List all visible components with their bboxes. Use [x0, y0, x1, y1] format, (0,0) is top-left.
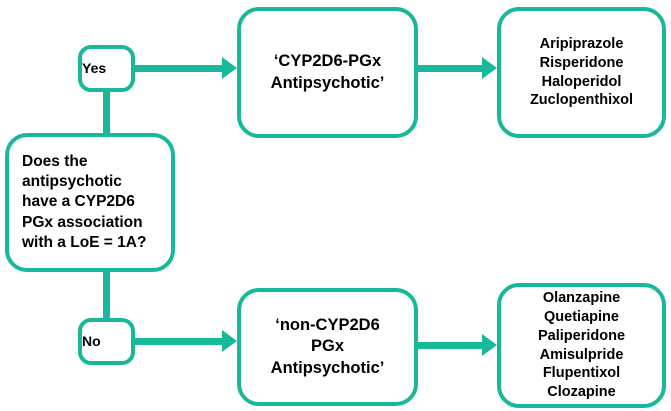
decision-question-line-2: antipsychotic [22, 173, 122, 191]
drug-item: Amisulpride [539, 346, 624, 363]
drug-item: Clozapine [547, 384, 616, 401]
category-non-cyp2d6-node: ‘non-CYP2D6 PGx Antipsychotic’ [237, 288, 418, 406]
drug-list-cyp2d6-node: Aripiprazole Risperidone Haloperidol Zuc… [497, 7, 666, 138]
category-cyp2d6-line-2: Antipsychotic’ [270, 73, 385, 92]
drug-item: Zuclopenthixol [529, 92, 634, 109]
category-non-cyp2d6-line-3: Antipsychotic’ [270, 358, 385, 377]
decision-question-node: Does the antipsychotic have a CYP2D6 PGx… [5, 133, 175, 272]
connector-decision-to-no [103, 268, 110, 322]
drug-item: Olanzapine [542, 289, 621, 306]
decision-question-line-4: PGx association [22, 213, 143, 231]
arrowhead-yes-to-category [222, 57, 237, 79]
connector-category-to-drugs-top-shaft [414, 65, 492, 72]
category-non-cyp2d6-line-2: PGx [310, 337, 345, 356]
drug-item: Quetiapine [544, 308, 619, 325]
connector-decision-to-yes [103, 88, 110, 138]
arrowhead-category-to-drugs-top [482, 57, 497, 79]
drug-list-non-cyp2d6-node: Olanzapine Quetiapine Paliperidone Amisu… [497, 283, 666, 408]
arrowhead-no-to-category [222, 330, 237, 352]
decision-question-line-1: Does the [22, 153, 88, 171]
drug-list-non-cyp2d6-text: Olanzapine Quetiapine Paliperidone Amisu… [501, 289, 662, 402]
decision-question-line-5: with a LoE = 1A? [22, 233, 147, 251]
category-non-cyp2d6-text: ‘non-CYP2D6 PGx Antipsychotic’ [241, 315, 414, 379]
connector-yes-to-category-shaft [131, 65, 231, 72]
branch-yes-node[interactable]: Yes [78, 45, 135, 92]
arrowhead-category-to-drugs-bottom [482, 334, 497, 356]
category-cyp2d6-text: ‘CYP2D6-PGx Antipsychotic’ [241, 51, 414, 94]
category-cyp2d6-line-1: ‘CYP2D6-PGx [273, 52, 382, 71]
decision-question-line-3: have a CYP2D6 [22, 193, 135, 211]
drug-list-cyp2d6-text: Aripiprazole Risperidone Haloperidol Zuc… [501, 35, 662, 110]
category-cyp2d6-node: ‘CYP2D6-PGx Antipsychotic’ [237, 7, 418, 138]
drug-item: Paliperidone [537, 327, 626, 344]
connector-category-to-drugs-bottom-shaft [414, 342, 492, 349]
drug-item: Flupentixol [542, 365, 621, 382]
drug-item: Aripiprazole [539, 35, 624, 52]
connector-no-to-category-shaft [131, 338, 231, 345]
category-non-cyp2d6-line-1: ‘non-CYP2D6 [275, 315, 380, 334]
branch-yes-label: Yes [82, 60, 107, 77]
branch-no-node[interactable]: No [78, 318, 135, 365]
decision-question-text: Does the antipsychotic have a CYP2D6 PGx… [22, 152, 165, 253]
drug-item: Haloperidol [541, 73, 622, 90]
drug-item: Risperidone [539, 54, 624, 71]
branch-no-label: No [82, 333, 101, 350]
